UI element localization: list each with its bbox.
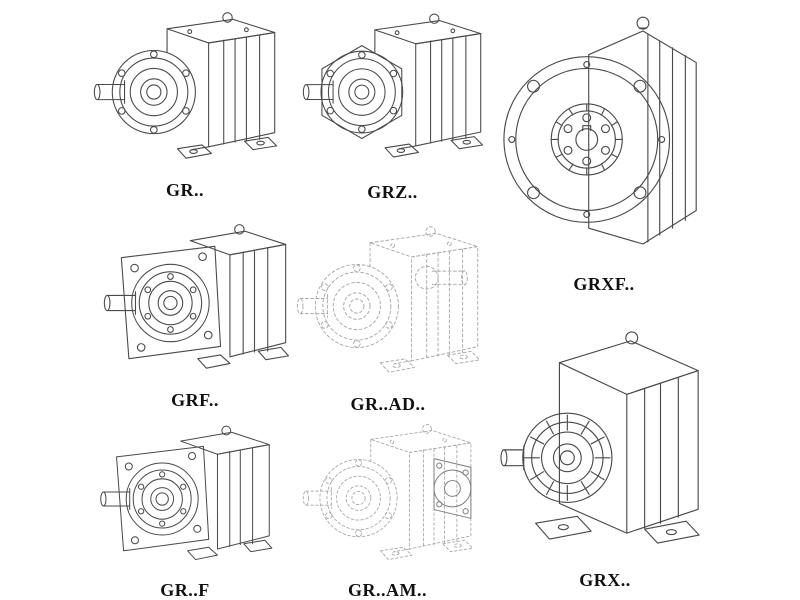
gearbox-hex-housing-drawing [295, 6, 490, 180]
figure-grz: GRZ.. [295, 6, 490, 203]
gearbox-flange-front-drawing [498, 4, 710, 272]
gearbox-flange-mounted-drawing [95, 218, 295, 388]
figure-label-grf: GRF.. [171, 390, 219, 410]
figure-label-gr-f: GR..F [160, 580, 210, 600]
figure-grx: GRX.. [496, 306, 714, 591]
figure-label-grx: GRX.. [579, 570, 631, 590]
gearbox-input-adapter-ghost-drawing [288, 222, 488, 392]
figure-label-grxf: GRXF.. [573, 274, 635, 294]
figure-gr: GR.. [85, 8, 285, 201]
gearbox-flange-mounted-drawing [85, 420, 285, 578]
gearbox-finned-housing-drawing [496, 306, 714, 568]
figure-grxf: GRXF.. [498, 4, 710, 295]
motor-flange-detail [433, 458, 472, 519]
figure-label-gr-am: GR..AM.. [348, 580, 427, 600]
figure-gr-ad: GR..AD.. [288, 222, 488, 415]
figure-label-gr: GR.. [166, 180, 204, 200]
figure-grf: GRF.. [95, 218, 295, 411]
figure-label-grz: GRZ.. [367, 182, 418, 202]
figure-gr-f: GR..F [85, 420, 285, 600]
figure-gr-am: GR..AM.. [285, 420, 490, 600]
gearbox-motor-adapter-ghost-drawing [285, 420, 490, 578]
gearbox-foot-mounted-drawing [85, 8, 285, 178]
figure-label-gr-ad: GR..AD.. [350, 394, 426, 414]
